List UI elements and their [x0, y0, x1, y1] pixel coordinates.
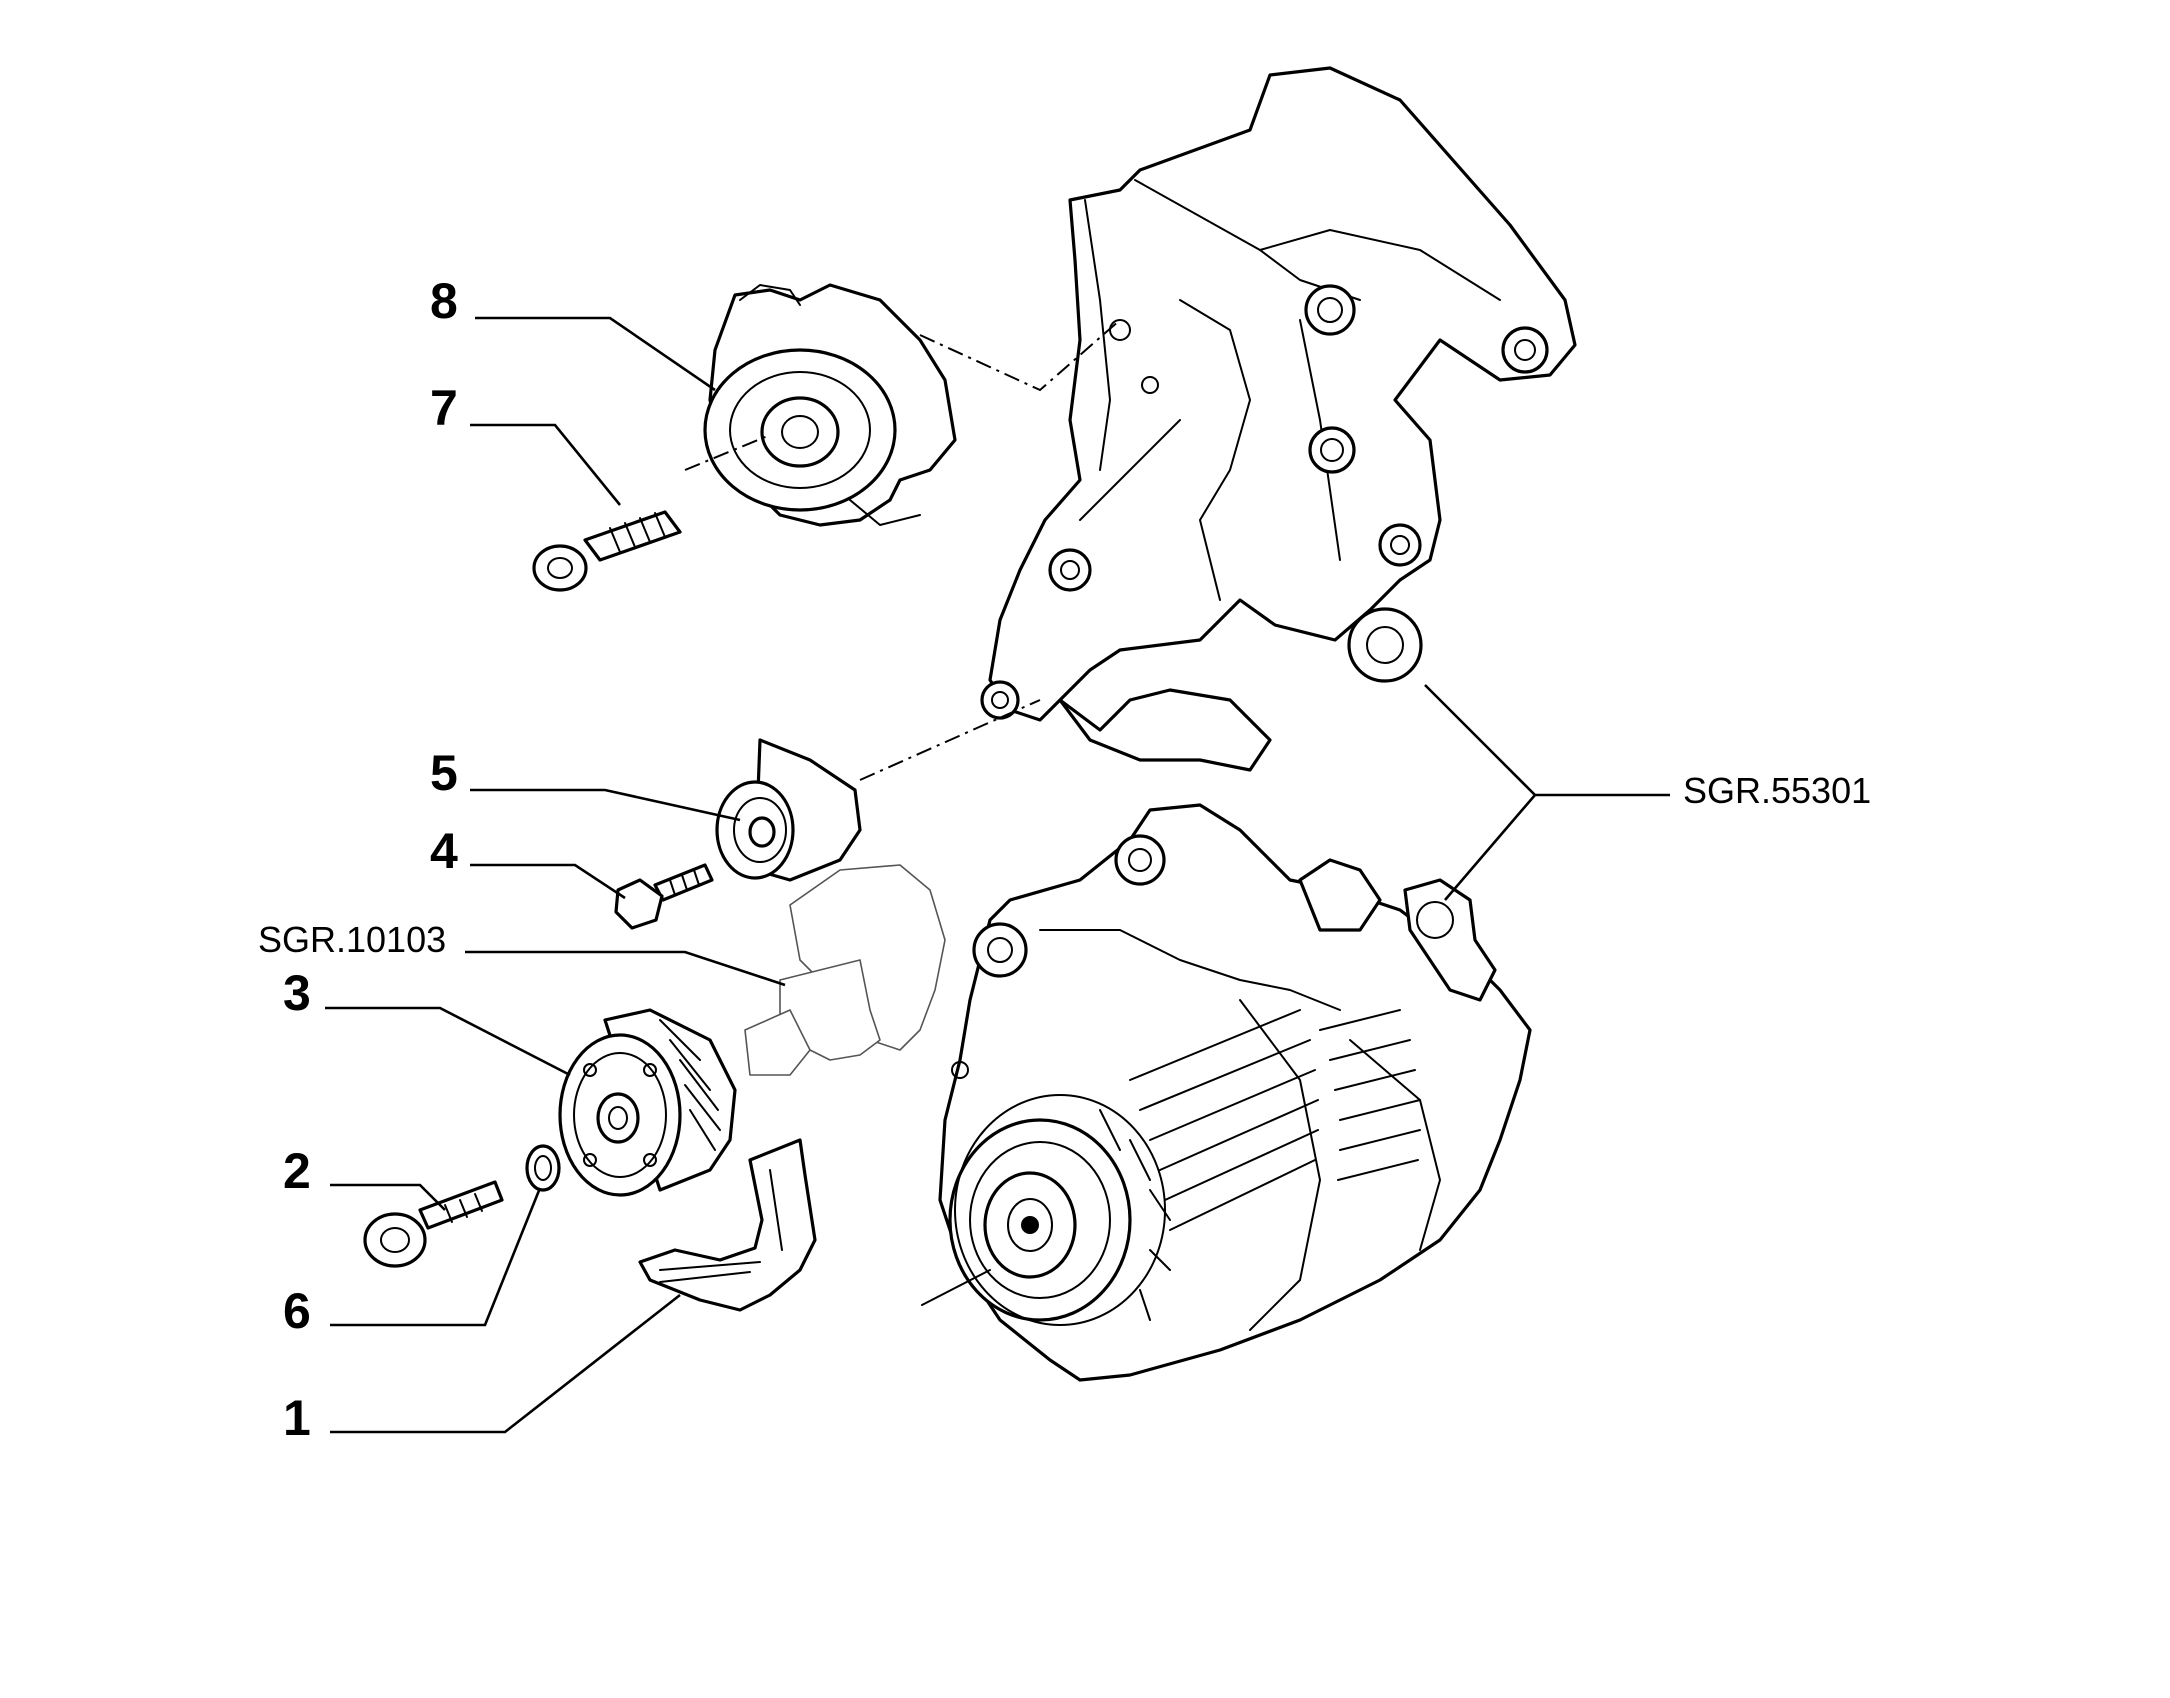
- ref-crankshaft-group: SGR.10103: [258, 919, 446, 960]
- callout-2: 2: [283, 1143, 311, 1199]
- crankshaft-reference: [744, 864, 946, 1076]
- callout-8: 8: [430, 273, 458, 329]
- leader-1: [330, 1293, 681, 1434]
- callout-3: 3: [283, 965, 311, 1021]
- leader-2: [330, 1183, 446, 1211]
- leader-8: [475, 316, 716, 392]
- part-3-crankshaft-pulley: [558, 1008, 737, 1197]
- leader-3: [325, 1006, 571, 1077]
- leader-6: [330, 1187, 542, 1327]
- alternator: [938, 803, 1532, 1382]
- leader-sgr55301: [1424, 684, 1670, 901]
- alternator-mounting-bracket: [980, 66, 1577, 772]
- ref-alternator-group: SGR.55301: [1683, 770, 1871, 811]
- part-6-washer: [525, 1144, 561, 1192]
- alternator-bolt-leader: [921, 1269, 991, 1306]
- leader-sgr10103: [465, 950, 786, 987]
- callout-7: 7: [430, 380, 458, 436]
- callout-1: 1: [283, 1390, 311, 1446]
- callout-4: 4: [430, 823, 458, 879]
- leader-7: [470, 423, 622, 506]
- part-7-bolt: [532, 510, 682, 592]
- leader-4: [470, 863, 626, 900]
- part-2-bolt: [363, 1180, 504, 1268]
- callout-leaders: [325, 316, 1670, 1434]
- callout-5: 5: [430, 745, 458, 801]
- assembly-axis-lines: [684, 319, 1121, 781]
- part-1-poly-v-belt: [638, 1138, 817, 1312]
- part-8-belt-tensioner: [703, 283, 957, 527]
- callout-6: 6: [283, 1283, 311, 1339]
- leader-5: [470, 788, 741, 822]
- part-4-bolt: [614, 863, 714, 930]
- part-5-idler-pulley: [715, 738, 862, 882]
